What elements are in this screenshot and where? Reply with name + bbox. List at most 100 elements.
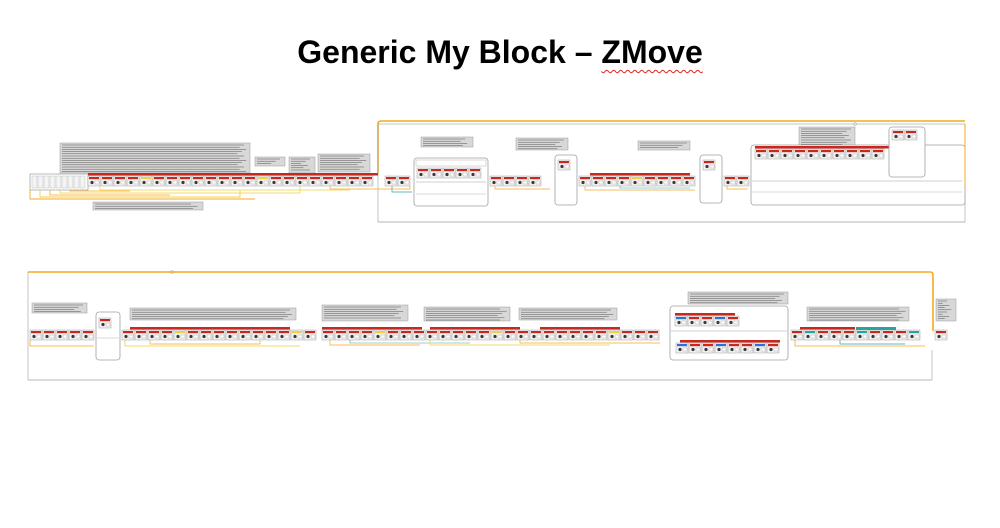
data-wire (429, 340, 610, 346)
block-port (232, 334, 238, 339)
program-block (386, 329, 400, 341)
program-block (360, 329, 374, 341)
block-port (224, 180, 230, 185)
block-port (598, 180, 604, 185)
block-port (419, 334, 425, 339)
block-header (593, 177, 603, 180)
block-icon (129, 180, 133, 185)
red-header-bar (430, 327, 520, 330)
block-icon (324, 180, 328, 185)
block-header (323, 177, 333, 180)
block-port (62, 334, 68, 339)
block-header (831, 331, 841, 334)
data-wire (99, 186, 350, 191)
comment-background (321, 304, 409, 322)
program-block (412, 329, 426, 341)
block-header (70, 331, 80, 334)
block-icon (845, 334, 849, 339)
block-icon (363, 180, 367, 185)
block-icon (402, 334, 406, 339)
block-port (436, 172, 442, 177)
block-icon (293, 334, 297, 339)
block-header (57, 331, 67, 334)
block-port (258, 334, 264, 339)
block-header (768, 344, 778, 347)
program-block (303, 329, 317, 341)
block-port (601, 334, 607, 339)
block-port (391, 180, 397, 185)
block-port (564, 164, 570, 169)
program-block (256, 175, 270, 187)
comment-box (59, 142, 251, 174)
block-header (504, 177, 514, 180)
block-port (733, 320, 739, 325)
comment-background (288, 156, 316, 174)
block-header (414, 331, 424, 334)
block-port (146, 180, 152, 185)
block-icon (189, 334, 193, 339)
block-strip (98, 317, 112, 329)
red-header-bar (590, 173, 690, 176)
block-header (323, 331, 333, 334)
block-icon (757, 153, 761, 158)
block-icon (545, 334, 549, 339)
program-block (891, 129, 905, 141)
block-port (522, 180, 528, 185)
comment-background (518, 307, 618, 321)
program-block (243, 175, 257, 187)
block-port (341, 180, 347, 185)
data-wire (494, 186, 550, 190)
block-header (860, 150, 870, 153)
block-port (263, 180, 269, 185)
block-port (172, 180, 178, 185)
block-port (653, 334, 659, 339)
block-icon (71, 334, 75, 339)
program-block (204, 175, 218, 187)
data-wire (59, 186, 301, 194)
block-port (271, 334, 277, 339)
comment-box (518, 307, 618, 321)
program-block (165, 175, 179, 187)
block-header (115, 177, 125, 180)
block-header (362, 331, 372, 334)
block-icon (176, 334, 180, 339)
program-block (113, 175, 127, 187)
block-header (375, 331, 385, 334)
program-block (845, 148, 859, 160)
block-icon (770, 153, 774, 158)
block-header (89, 177, 99, 180)
block-header (292, 331, 302, 334)
block-header (336, 177, 346, 180)
block-port (624, 180, 630, 185)
block-header (792, 331, 802, 334)
block-header (141, 177, 151, 180)
block-port (694, 320, 700, 325)
block-port (310, 334, 316, 339)
block-header (401, 331, 411, 334)
block-header (729, 344, 739, 347)
parameter-slot (31, 175, 38, 189)
block-port (167, 334, 173, 339)
program-block (557, 159, 571, 171)
block-port (640, 334, 646, 339)
block-port (787, 153, 793, 158)
block-header (297, 177, 307, 180)
program-block (793, 148, 807, 160)
block-header (470, 169, 480, 172)
block-icon (571, 334, 575, 339)
block-header (349, 177, 359, 180)
program-block (907, 329, 921, 341)
block-icon (337, 180, 341, 185)
block-port (914, 334, 920, 339)
block-header (100, 319, 110, 322)
block-icon (228, 334, 232, 339)
block-strip (416, 167, 482, 179)
data-wire (726, 186, 748, 190)
block-header (206, 177, 216, 180)
block-strip (674, 315, 740, 327)
block-header (821, 150, 831, 153)
program-block (321, 329, 335, 341)
block-port (462, 172, 468, 177)
block-icon (729, 320, 733, 325)
block-port (773, 347, 779, 352)
